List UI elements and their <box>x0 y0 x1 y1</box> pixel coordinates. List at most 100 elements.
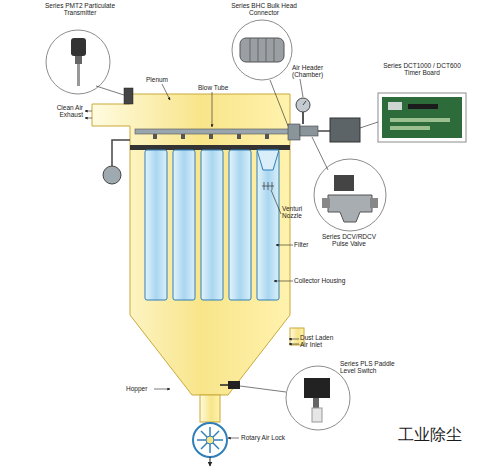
filter-bag-part <box>173 150 195 300</box>
part-label: Series PMT2 Particulate Transmitter <box>43 2 117 17</box>
product-inset-part <box>46 30 110 94</box>
product-inset-part <box>266 38 267 62</box>
product-inset-part <box>75 56 82 64</box>
air-header-part <box>300 126 318 136</box>
product-inset-part <box>378 93 466 142</box>
blow-tube <box>135 129 300 139</box>
blow-tube-part <box>265 134 269 139</box>
leader-line-part <box>85 111 92 112</box>
venturi-nozzle <box>257 150 279 190</box>
part-label: Dust Laden Air Inlet <box>300 334 340 349</box>
rotary-air-lock-part <box>193 423 227 457</box>
product-inset-part <box>77 64 80 86</box>
pressure-gauge <box>103 140 130 184</box>
leader-line-part <box>154 389 170 390</box>
rotary-air-lock-part-part <box>201 431 219 449</box>
paddle-level-switch-part <box>228 381 240 389</box>
part-label: Series BHC Bulk Head Connector <box>227 2 301 17</box>
part-label: Rotary Air Lock <box>241 434 303 441</box>
air-header-part <box>303 101 306 105</box>
product-inset-part <box>258 38 259 62</box>
product-inset-part <box>390 126 430 130</box>
filter-bag-part <box>229 150 251 300</box>
air-header-part <box>296 98 310 112</box>
product-inset-part <box>274 38 275 62</box>
leader-line-part <box>360 122 378 128</box>
product-inset-part <box>312 408 322 422</box>
product-inset-part <box>408 104 438 109</box>
tube-sheet <box>130 145 290 150</box>
leader-line-part <box>162 84 170 100</box>
leader-line <box>85 79 378 438</box>
product-inset-part <box>232 20 292 80</box>
collector-housing-part <box>92 94 290 395</box>
collector-housing-part <box>200 395 220 422</box>
pressure-gauge-part <box>103 166 121 184</box>
part-label: Clean Air Exhaust <box>55 104 83 119</box>
leader-line-part <box>228 438 239 439</box>
product-inset-part <box>370 198 378 208</box>
paddle-level-switch <box>220 381 240 389</box>
product-inset-part <box>314 159 386 231</box>
part-label: Air Header (Chamber) <box>292 64 330 79</box>
part-label: Filter <box>294 241 324 248</box>
product-inset-part <box>388 102 402 110</box>
air-header <box>288 98 360 142</box>
filter-bag-part <box>257 150 279 300</box>
part-label: Series DCV/RDCV Pulse Valve <box>316 233 382 248</box>
filter-bag <box>145 150 279 300</box>
filter-bag-part <box>145 150 167 300</box>
leader-line-part <box>300 79 303 97</box>
blow-tube-part <box>181 134 185 139</box>
product-inset-part <box>334 175 354 191</box>
venturi-nozzle-part <box>264 182 265 190</box>
leader-line-part <box>270 80 288 126</box>
leader-line-part <box>289 339 299 340</box>
product-inset-part <box>328 195 372 222</box>
leader-line-part <box>274 281 293 282</box>
product-inset-part <box>322 198 330 208</box>
product-inset-part <box>313 398 319 408</box>
pressure-gauge-part <box>112 140 130 166</box>
blow-tube-part <box>209 134 213 139</box>
venturi-nozzle-part <box>272 182 273 190</box>
air-header-part <box>318 130 330 132</box>
blow-tube-part <box>153 134 157 139</box>
part-label: Collector Housing <box>294 277 366 284</box>
leader-line-part <box>289 344 299 345</box>
blow-tube-part <box>237 134 241 139</box>
part-label: Hopper <box>126 385 156 392</box>
leader-line-part <box>276 245 293 246</box>
venturi-nozzle-part <box>268 182 269 190</box>
venturi-nozzle-part <box>257 150 279 170</box>
leader-line-part <box>96 86 124 95</box>
tube-sheet-part <box>130 145 290 150</box>
product-inset-part <box>240 38 284 62</box>
part-label: Plenum <box>146 76 178 83</box>
part-label: Blow Tube <box>198 84 242 91</box>
product-inset-part <box>250 38 251 62</box>
rotary-air-lock-part <box>210 457 211 466</box>
part-label: Series PLS Paddle Level Switch <box>340 360 406 375</box>
product-inset-part <box>286 366 350 430</box>
part-label: Series DCT1000 / DCT600 Timer Board <box>380 62 464 77</box>
rotary-air-lock <box>193 423 227 466</box>
blow-tube-part <box>135 129 300 134</box>
air-header-part <box>288 124 300 140</box>
product-inset-part <box>71 38 86 56</box>
product-inset-part <box>304 378 330 398</box>
product-inset <box>46 20 466 430</box>
collector-housing <box>92 94 304 422</box>
watermark: 工业除尘 <box>398 426 498 444</box>
leader-line-part <box>212 92 213 127</box>
air-header-part <box>330 118 360 142</box>
rotary-air-lock-part <box>197 427 223 453</box>
particulate-transmitter <box>124 88 133 104</box>
part-label: Venturi Nozzle <box>282 205 312 220</box>
product-inset-part <box>390 118 450 122</box>
paddle-level-switch-part <box>220 384 228 386</box>
particulate-transmitter-part <box>124 88 133 104</box>
air-header-part <box>302 112 304 124</box>
leader-line-part <box>240 386 286 392</box>
